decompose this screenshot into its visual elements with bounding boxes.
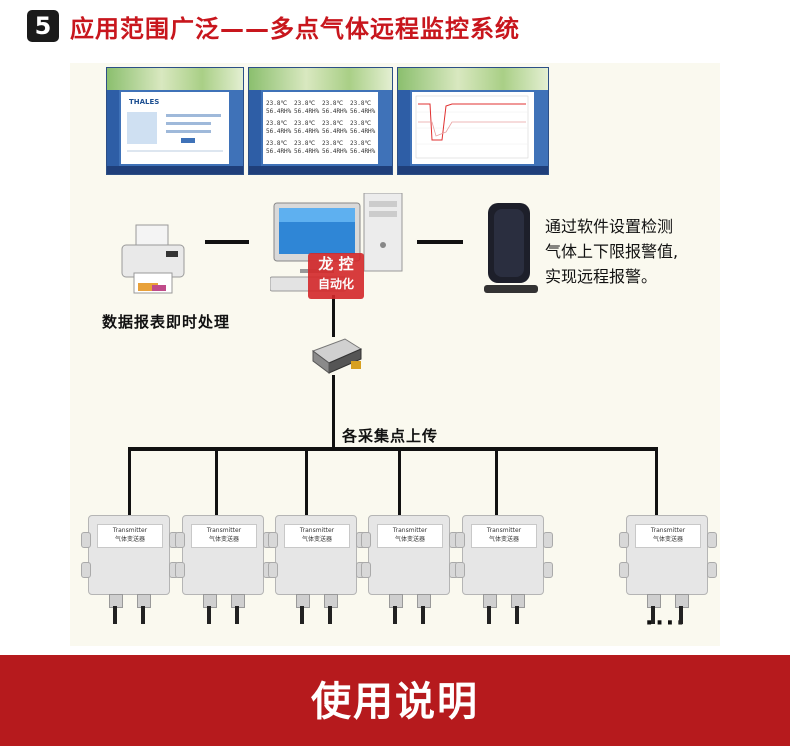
speaker-link	[417, 240, 463, 244]
reading-cell: 56.4RH%	[322, 148, 348, 155]
reading-cell: 56.4RH%	[266, 128, 292, 135]
reading-cell: 23.8℃	[350, 140, 372, 147]
reading-cell: 23.8℃	[350, 120, 372, 127]
reading-cell: 56.4RH%	[350, 148, 376, 155]
reading-cell: 23.8℃	[322, 100, 344, 107]
transmitter-name: Transmitter	[486, 527, 522, 534]
printer-link	[205, 240, 249, 244]
watermark-top: 龙 控	[318, 255, 354, 273]
drop-line-4	[398, 447, 401, 517]
footer-banner: 使用说明	[0, 655, 790, 746]
software-screenshot-login: THALES	[106, 67, 244, 175]
converter-icon	[311, 338, 363, 374]
printer-label: 数据报表即时处理	[102, 313, 231, 331]
transmitter-cn-name: 气体变送器	[208, 536, 239, 543]
transmitter-device: Transmitter 气体变送器	[81, 515, 179, 624]
transmitter-cn-name: 气体变送器	[114, 536, 145, 543]
section-number-badge: 5	[27, 10, 59, 42]
drop-line-5	[495, 447, 498, 517]
speaker-icon	[484, 203, 538, 293]
reading-cell: 56.4RH%	[350, 108, 376, 115]
drop-line-2	[215, 447, 218, 517]
drop-line-1	[128, 447, 131, 517]
drop-line-6	[655, 447, 658, 517]
reading-cell: 23.8℃	[294, 100, 316, 107]
transmitter-cn-name: 气体变送器	[652, 536, 683, 543]
reading-cell: 56.4RH%	[294, 128, 320, 135]
watermark-badge: 龙 控 自动化	[308, 253, 364, 299]
software-screenshot-curve	[397, 67, 549, 175]
bus-line	[128, 447, 658, 451]
transmitter-cn-name: 气体变送器	[301, 536, 332, 543]
watermark-bottom: 自动化	[317, 277, 354, 291]
transmitter-device: Transmitter 气体变送器	[455, 515, 553, 624]
reading-cell: 23.8℃	[322, 140, 344, 147]
reading-cell: 23.8℃	[266, 140, 288, 147]
reading-cell: 56.4RH%	[266, 108, 292, 115]
transmitter-name: Transmitter	[392, 527, 428, 534]
bus-label: 各采集点上传	[342, 427, 439, 445]
reading-cell: 23.8℃	[322, 120, 344, 127]
transmitter-device: Transmitter 气体变送器	[619, 515, 717, 624]
reading-cell: 23.8℃	[266, 100, 288, 107]
transmitter-cn-name: 气体变送器	[488, 536, 519, 543]
transmitter-device: Transmitter 气体变送器	[175, 515, 273, 624]
reading-cell: 23.8℃	[350, 100, 372, 107]
transmitter-name: Transmitter	[206, 527, 242, 534]
footer-title: 使用说明	[311, 679, 479, 725]
page-title: 应用范围广泛——多点气体远程监控系统	[70, 15, 520, 43]
reading-cell: 56.4RH%	[322, 108, 348, 115]
pc-to-converter-link	[332, 295, 335, 337]
reading-cell: 56.4RH%	[266, 148, 292, 155]
transmitter-name: Transmitter	[112, 527, 148, 534]
reading-cell: 23.8℃	[294, 140, 316, 147]
reading-cell: 56.4RH%	[350, 128, 376, 135]
alarm-description: 通过软件设置检测 气体上下限报警值, 实现远程报警。	[545, 217, 679, 286]
transmitter-name: Transmitter	[299, 527, 335, 534]
reading-cell: 23.8℃	[266, 120, 288, 127]
reading-cell: 56.4RH%	[322, 128, 348, 135]
transmitter-name: Transmitter	[650, 527, 686, 534]
reading-cell: 56.4RH%	[294, 108, 320, 115]
curve-chart	[415, 95, 529, 159]
transmitter-device: Transmitter 气体变送器	[268, 515, 366, 624]
brand-logo: THALES	[129, 98, 160, 106]
drop-line-3	[305, 447, 308, 517]
converter-to-bus-link	[332, 375, 335, 447]
computer-icon	[270, 193, 403, 292]
printer-icon	[121, 224, 185, 294]
reading-cell: 56.4RH%	[294, 148, 320, 155]
header: 5 应用范围广泛——多点气体远程监控系统	[0, 0, 790, 52]
transmitter-device: Transmitter 气体变送器	[361, 515, 459, 624]
transmitter-cn-name: 气体变送器	[394, 536, 425, 543]
reading-cell: 23.8℃	[294, 120, 316, 127]
